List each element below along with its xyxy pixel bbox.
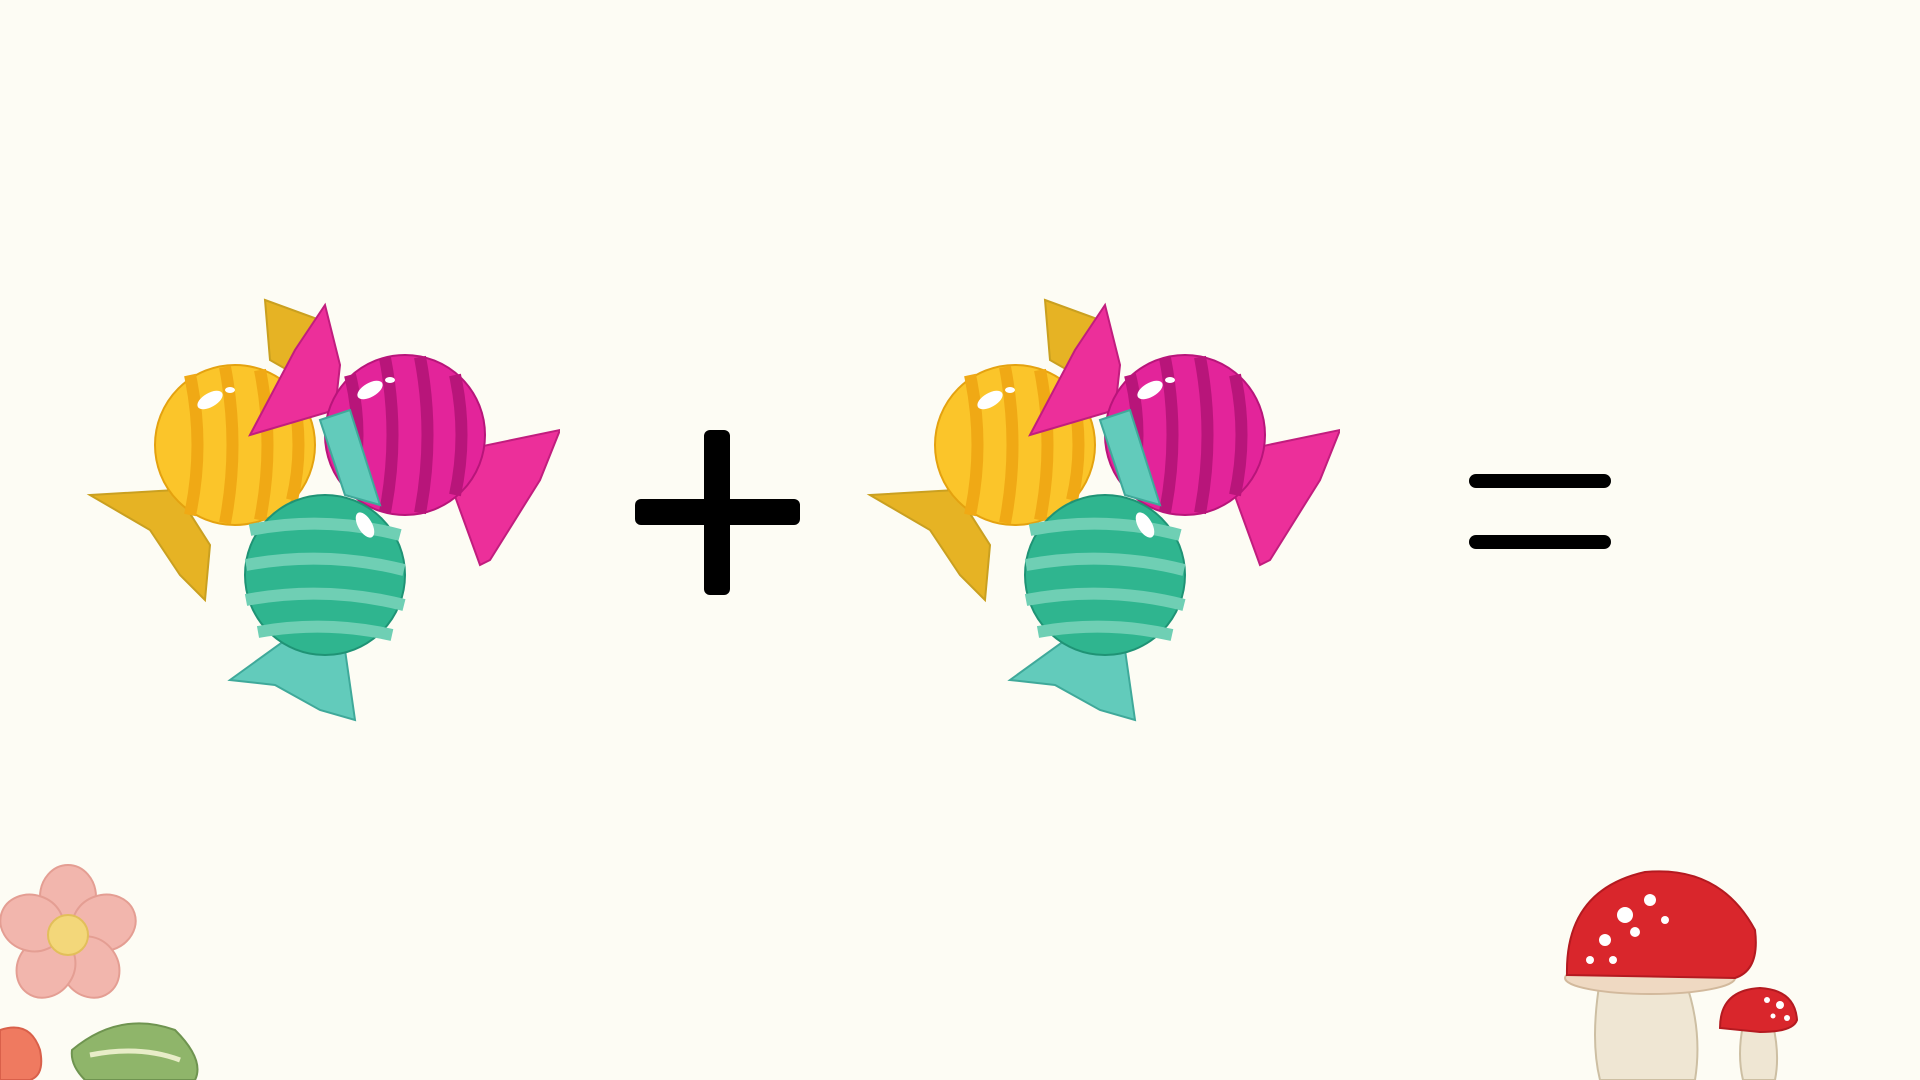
- teal-candy-icon: [227, 408, 406, 722]
- mushroom-decoration: [1555, 860, 1810, 1080]
- plus-icon: [635, 430, 800, 595]
- candy-cluster-right: [860, 290, 1340, 730]
- answer-slot: [1650, 460, 1850, 560]
- equals-sign: [1465, 470, 1615, 555]
- flower-leaf-icon: [0, 864, 199, 1080]
- mushroom-icon: [1564, 870, 1799, 1080]
- equals-icon: [1469, 474, 1611, 549]
- candy-cluster-icon: [866, 298, 1340, 722]
- flower-decoration: [0, 860, 210, 1080]
- candy-cluster-left: [80, 290, 560, 730]
- candy-cluster-icon: [86, 298, 560, 722]
- teal-candy-icon: [1007, 408, 1186, 722]
- plus-sign: [630, 425, 805, 600]
